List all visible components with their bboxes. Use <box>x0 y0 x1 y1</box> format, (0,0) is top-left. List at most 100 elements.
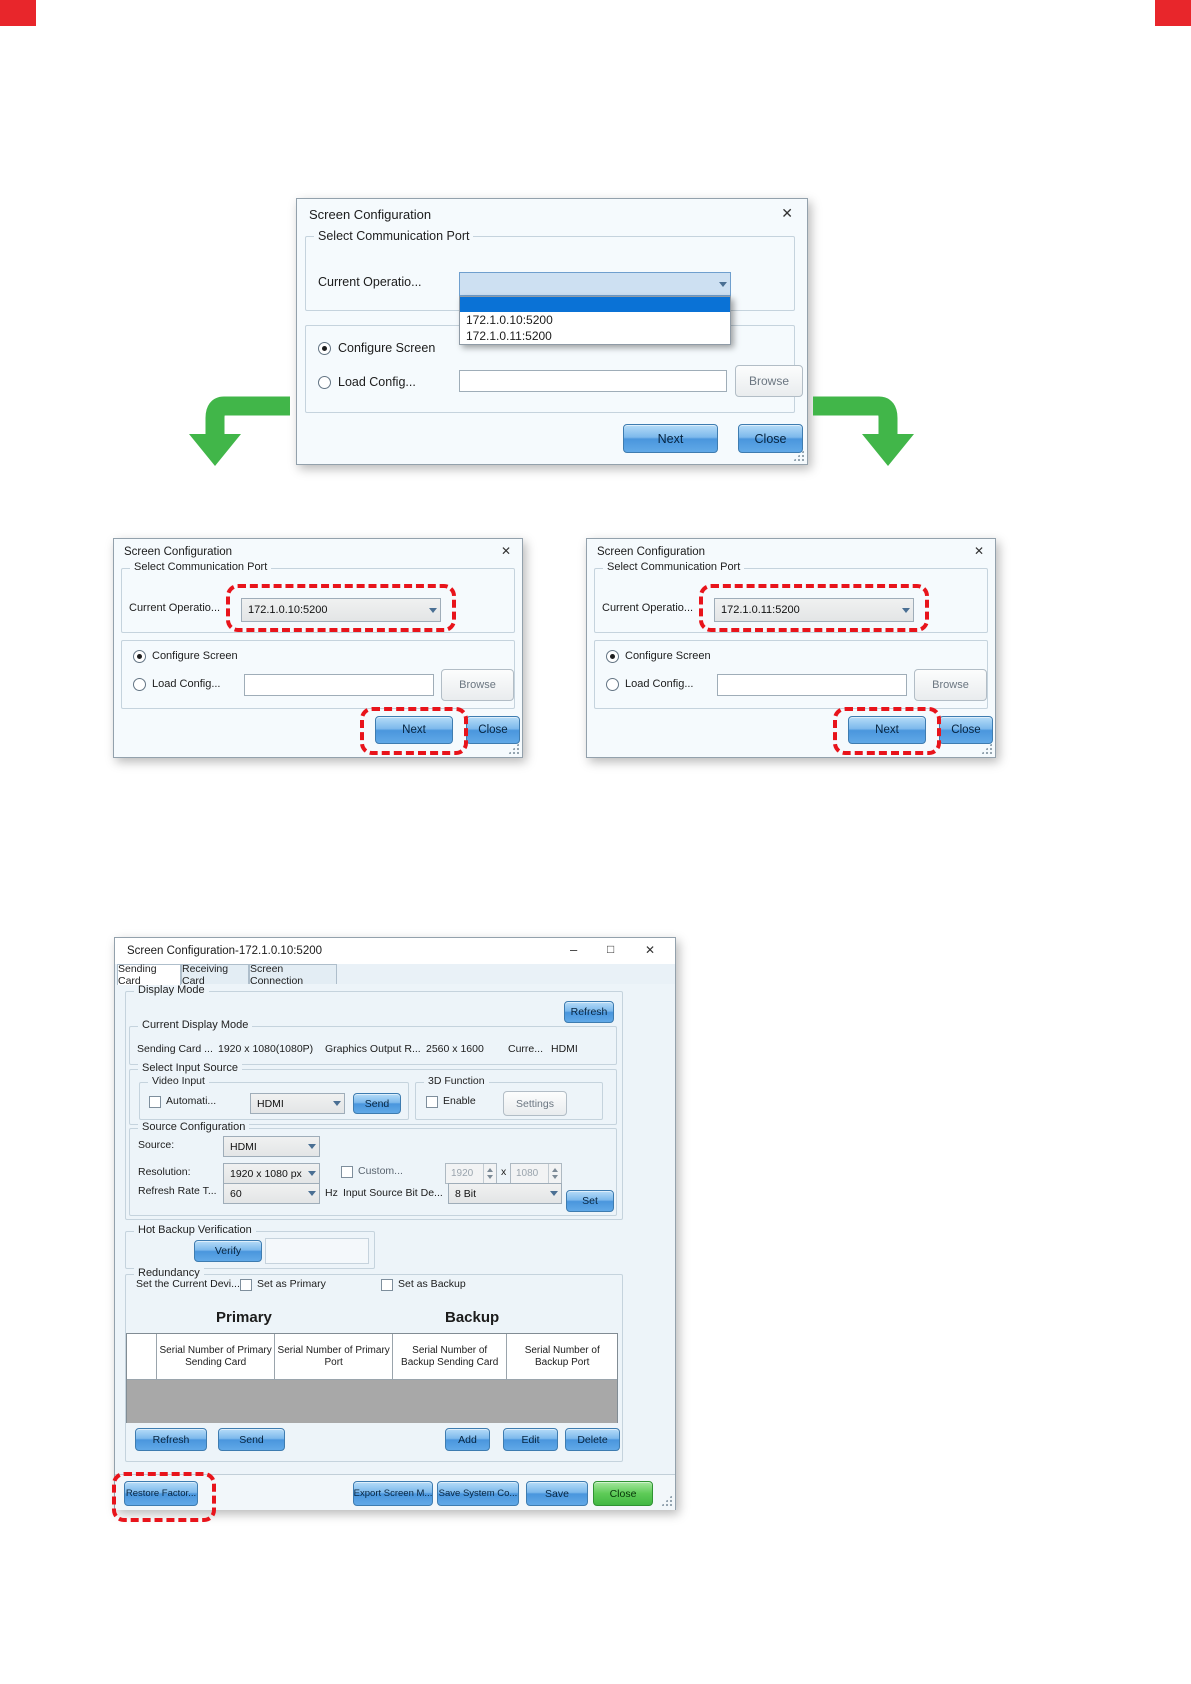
next-button[interactable]: Next <box>848 716 926 744</box>
browse-button[interactable]: Browse <box>735 365 803 397</box>
verify-button[interactable]: Verify <box>194 1240 262 1262</box>
resize-grip[interactable] <box>793 450 804 461</box>
chevron-down-icon <box>547 1191 561 1196</box>
port-combobox[interactable]: 172.1.0.11:5200 <box>714 598 914 622</box>
port-combobox[interactable]: 172.1.0.10:5200 <box>241 598 441 622</box>
port-combobox[interactable] <box>459 272 731 296</box>
video-input-combobox[interactable]: HDMI <box>250 1093 345 1114</box>
graphics-output-label: Graphics Output R... <box>325 1043 421 1055</box>
resize-grip[interactable] <box>981 743 992 754</box>
next-button[interactable]: Next <box>375 716 453 744</box>
set-button[interactable]: Set <box>566 1190 614 1212</box>
load-config-radio[interactable] <box>318 376 331 389</box>
close-icon[interactable]: ✕ <box>973 544 984 558</box>
tab-receiving-card[interactable]: Receiving Card <box>181 963 249 987</box>
enable-3d-checkbox[interactable] <box>426 1096 438 1108</box>
port-dropdown-popup: 172.1.0.10:5200 172.1.0.11:5200 <box>459 296 731 345</box>
load-config-radio[interactable] <box>133 678 146 691</box>
dialog-screen-configuration-main: Screen Configuration-172.1.0.10:5200 – □… <box>112 937 676 1522</box>
resolution-combobox[interactable]: 1920 x 1080 px <box>223 1163 320 1184</box>
load-config-label: Load Config... <box>152 678 221 690</box>
next-button[interactable]: Next <box>623 424 718 453</box>
stepper-arrows-icon[interactable] <box>548 1164 561 1183</box>
minimize-icon[interactable]: – <box>570 942 578 957</box>
custom-width-value: 1920 <box>451 1168 474 1179</box>
current-source-value: HDMI <box>551 1043 578 1055</box>
resolution-label: Resolution: <box>138 1166 191 1178</box>
source-value: HDMI <box>230 1140 257 1153</box>
3d-settings-button[interactable]: Settings <box>503 1091 567 1116</box>
dialog-title: Screen Configuration <box>597 546 706 558</box>
dropdown-item[interactable]: 172.1.0.10:5200 <box>466 313 553 327</box>
load-config-radio[interactable] <box>606 678 619 691</box>
browse-button[interactable]: Browse <box>441 669 514 701</box>
refresh-button[interactable]: Refresh <box>564 1001 614 1023</box>
table-header: Serial Number of Backup Port <box>524 1345 600 1368</box>
group-legend: Current Display Mode <box>138 1019 253 1031</box>
configure-screen-radio[interactable] <box>318 342 331 355</box>
source-combobox[interactable]: HDMI <box>223 1136 320 1157</box>
custom-width-stepper[interactable]: 1920 <box>445 1163 497 1184</box>
group-legend: Display Mode <box>134 984 209 996</box>
resize-grip[interactable] <box>661 1495 672 1506</box>
browse-button[interactable]: Browse <box>914 669 987 701</box>
set-as-backup-checkbox[interactable] <box>381 1279 393 1291</box>
port-combobox-value: 172.1.0.10:5200 <box>248 604 328 616</box>
export-screen-button[interactable]: Export Screen M... <box>353 1481 433 1506</box>
group-display-mode: Display Mode <box>125 984 623 1220</box>
main-close-button[interactable]: Close <box>593 1481 653 1506</box>
redundancy-send-button[interactable]: Send <box>218 1428 285 1451</box>
tab-screen-connection[interactable]: Screen Connection <box>249 963 337 987</box>
configure-screen-radio[interactable] <box>606 650 619 663</box>
current-source-label: Curre... <box>508 1043 544 1055</box>
set-as-primary-checkbox[interactable] <box>240 1279 252 1291</box>
table-header-blank <box>127 1334 157 1379</box>
edit-button[interactable]: Edit <box>503 1428 558 1451</box>
save-button[interactable]: Save <box>526 1481 588 1506</box>
config-file-input[interactable] <box>459 370 727 392</box>
bit-depth-combobox[interactable]: 8 Bit <box>448 1183 562 1204</box>
restore-factory-button[interactable]: Restore Factor... <box>124 1481 198 1506</box>
source-label: Source: <box>138 1139 175 1151</box>
redundancy-refresh-button[interactable]: Refresh <box>135 1428 207 1451</box>
add-button[interactable]: Add <box>445 1428 490 1451</box>
sending-card-resolution-label: Sending Card ... <box>137 1043 213 1055</box>
config-file-input[interactable] <box>244 674 434 696</box>
send-button[interactable]: Send <box>353 1093 401 1114</box>
set-as-backup-label: Set as Backup <box>398 1278 466 1290</box>
stepper-arrows-icon[interactable] <box>483 1164 496 1183</box>
automatic-checkbox[interactable] <box>149 1096 161 1108</box>
dropdown-item[interactable]: 172.1.0.11:5200 <box>466 329 552 343</box>
flow-arrow-left <box>189 396 290 466</box>
configure-screen-label: Configure Screen <box>152 650 238 662</box>
custom-height-stepper[interactable]: 1080 <box>510 1163 562 1184</box>
close-button[interactable]: Close <box>738 424 803 453</box>
dropdown-item-blank[interactable] <box>460 297 730 312</box>
tab-sending-card[interactable]: Sending Card <box>117 963 181 987</box>
close-button[interactable]: Close <box>466 716 520 744</box>
custom-height-value: 1080 <box>516 1168 539 1179</box>
config-file-input[interactable] <box>717 674 907 696</box>
close-icon[interactable]: ✕ <box>645 943 656 957</box>
group-legend: Hot Backup Verification <box>134 1224 256 1236</box>
chevron-down-icon <box>716 282 730 287</box>
group-legend: Select Input Source <box>138 1062 243 1074</box>
close-icon[interactable]: ✕ <box>500 544 511 558</box>
save-system-button[interactable]: Save System Co... <box>437 1481 519 1506</box>
group-current-display-mode: Current Display Mode <box>129 1019 617 1065</box>
refresh-rate-combobox[interactable]: 60 <box>223 1183 320 1204</box>
resize-grip[interactable] <box>508 743 519 754</box>
delete-button[interactable]: Delete <box>565 1428 620 1451</box>
close-icon[interactable]: ✕ <box>781 205 793 221</box>
chevron-down-icon <box>305 1191 319 1196</box>
highlight-box-next <box>360 707 468 755</box>
configure-screen-radio[interactable] <box>133 650 146 663</box>
custom-resolution-checkbox[interactable] <box>341 1166 353 1178</box>
table-body-empty <box>127 1380 617 1423</box>
maximize-icon[interactable]: □ <box>607 942 615 956</box>
group-configure <box>594 640 988 709</box>
current-operation-label: Current Operatio... <box>318 275 422 289</box>
resolution-times-label: x <box>501 1166 507 1178</box>
close-button[interactable]: Close <box>939 716 993 744</box>
bit-depth-value: 8 Bit <box>455 1187 477 1200</box>
